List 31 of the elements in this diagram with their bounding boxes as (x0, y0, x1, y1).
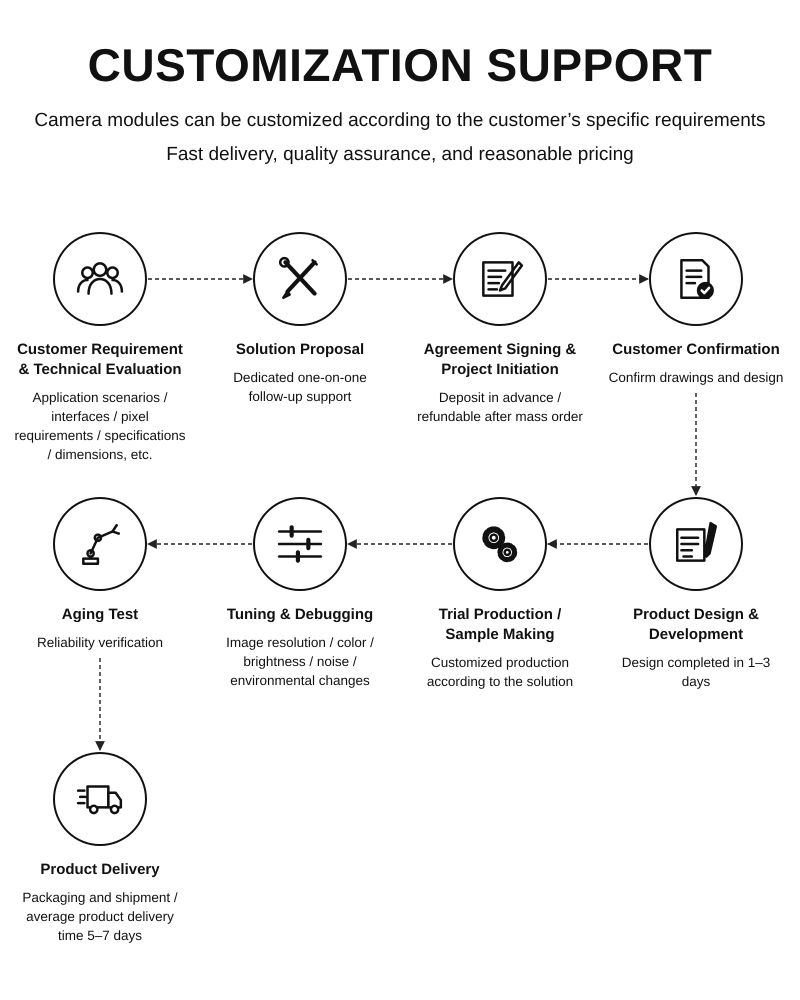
step-description: Customized production according to the solution (426, 654, 574, 691)
step-description: Dedicated one-on-one follow-up support (232, 369, 368, 406)
step-description: Confirm drawings and design (608, 369, 784, 387)
step-heading: Product Design & Development (632, 605, 760, 645)
process-step (12, 232, 188, 464)
process-step (608, 232, 784, 387)
arrow (95, 658, 105, 751)
step-heading: Customer Requirement & Technical Evaluation (16, 340, 184, 380)
arrow (347, 539, 452, 549)
step-heading: Tuning & Debugging (226, 605, 374, 625)
step-heading: Trial Production / Sample Making (438, 605, 562, 645)
arrow (148, 274, 253, 284)
title: CUSTOMIZATION SUPPORT (86, 38, 714, 92)
step-heading: Product Delivery (40, 860, 160, 880)
step-description: Design completed in 1–3 days (620, 654, 772, 691)
arrow (548, 274, 649, 284)
step-description: Reliability verification (36, 634, 164, 652)
step-heading: Customer Confirmation (612, 340, 780, 360)
subtitle: Fast delivery, quality assurance, and reasonable pricing (165, 144, 635, 166)
step-description: Packaging and shipment / average product delivery time 5–7 days (21, 889, 179, 945)
step-description: Application scenarios / interfaces / pixel requirements / specifications / dimensions, etc. (13, 389, 187, 464)
step-description: Image resolution / color / brightness / noise / environmental changes (225, 634, 375, 690)
arrow (348, 274, 453, 284)
step-heading: Solution Proposal (236, 340, 364, 360)
step-description: Deposit in advance / refundable after mass order (416, 389, 584, 426)
step-heading: Aging Test (62, 605, 138, 625)
step-heading: Agreement Signing & Project Initiation (422, 340, 578, 380)
arrow (691, 393, 701, 496)
arrow (547, 539, 648, 549)
subtitle: Camera modules can be customized according to the customer’s specific requirements (33, 110, 767, 132)
arrow (147, 539, 252, 549)
